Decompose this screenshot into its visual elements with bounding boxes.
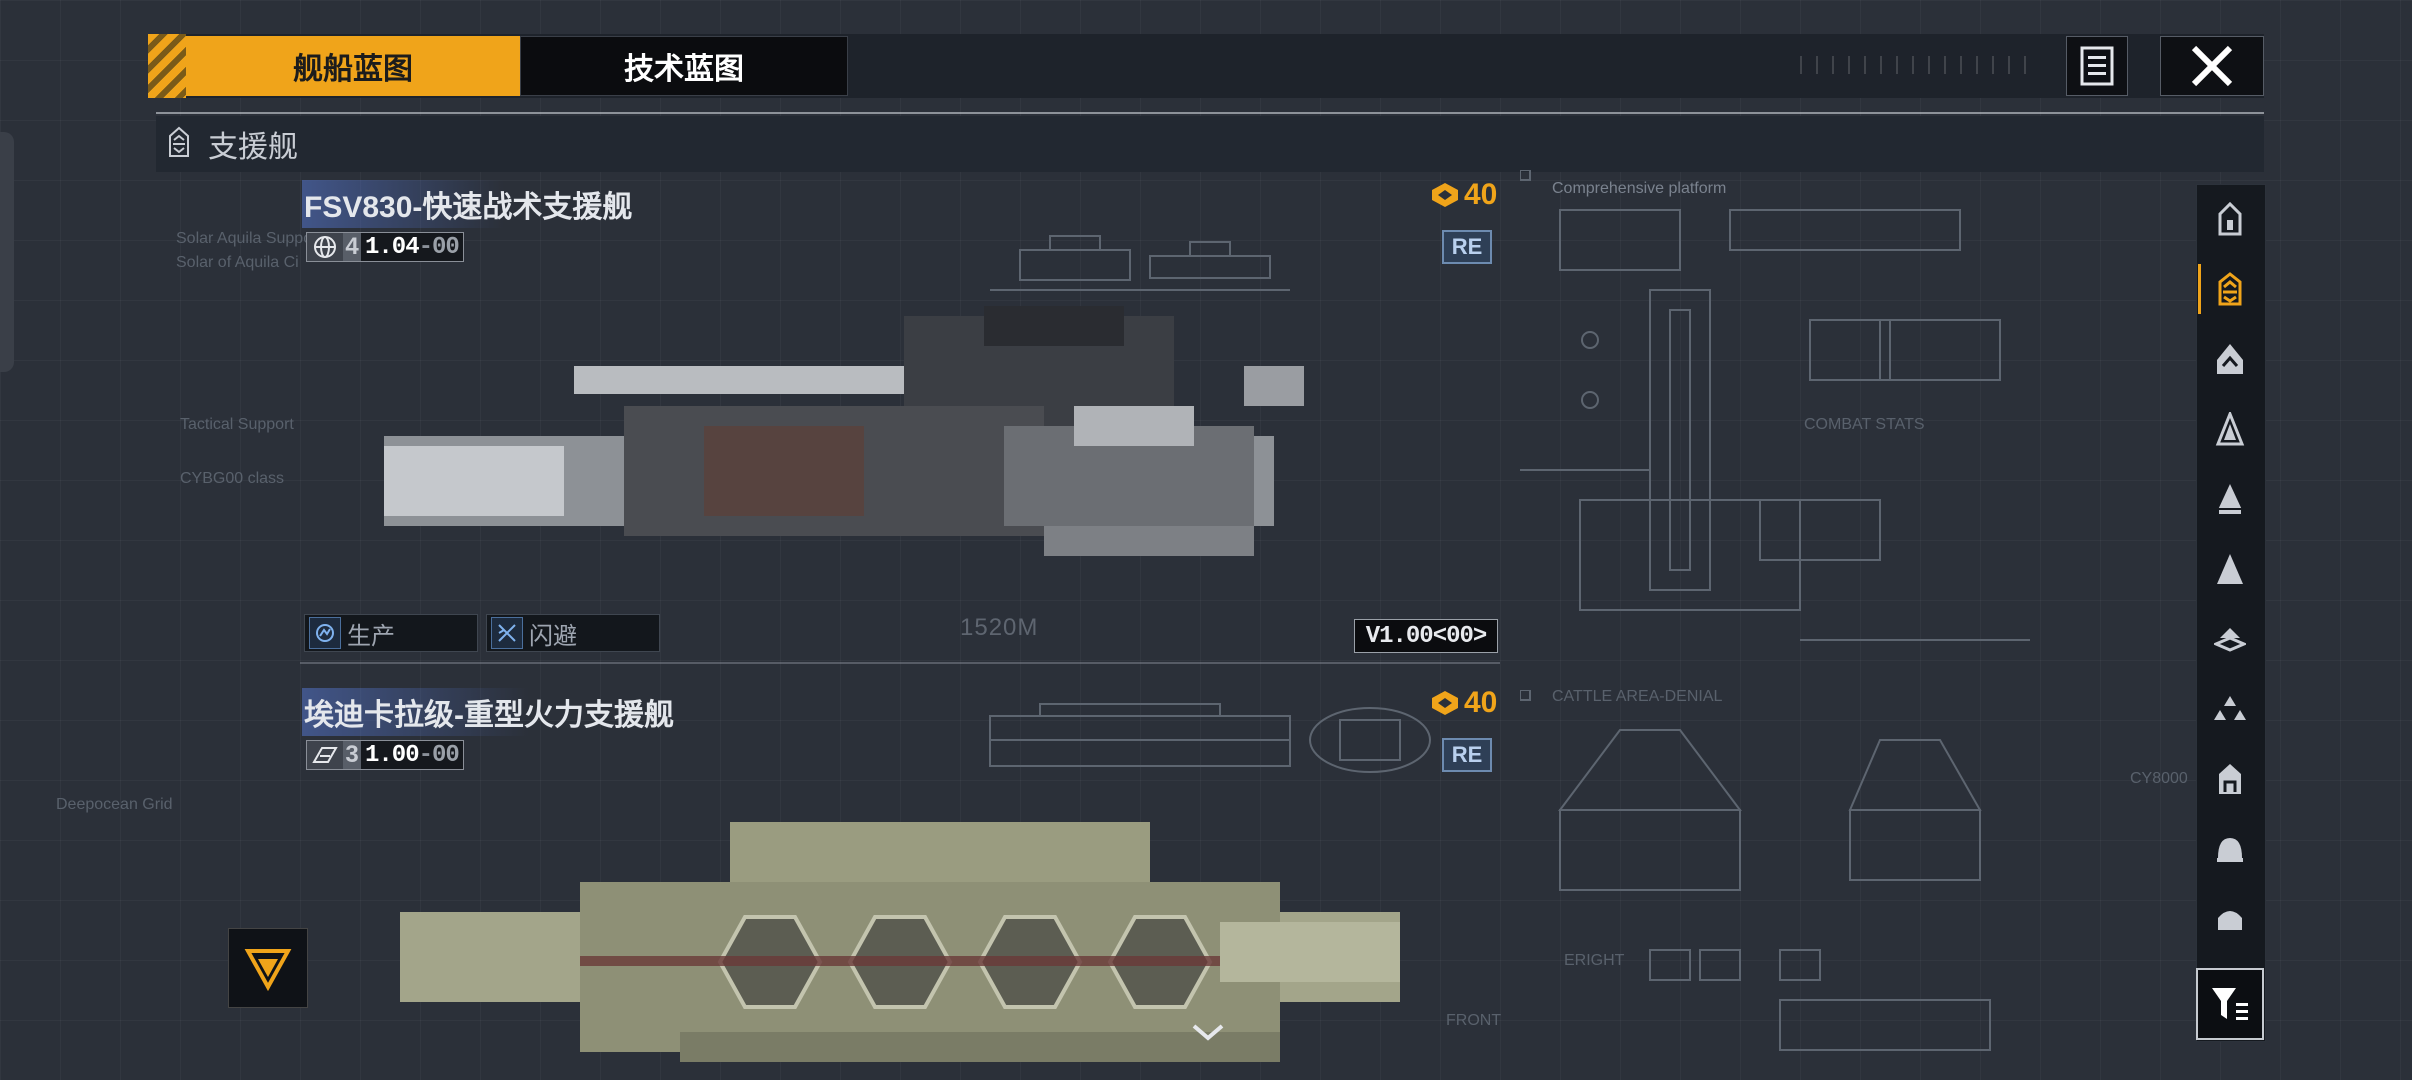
station-icon [2218,911,2242,930]
faction-icon [307,741,343,769]
command-point-icon [1432,183,1458,207]
triangle-emblem-icon [244,949,292,992]
globe-icon [307,233,343,261]
blueprint-label: CATTLE AREA-DENIAL [1552,688,1723,705]
ship-stat: 4 1.04-00 [306,232,464,262]
ship-topview-blueprint [989,703,1431,773]
ship-name: FSV830-快速战术支援舰 [302,180,639,228]
ship-version-suffix: 00 [432,233,460,261]
close-button[interactable] [2160,36,2264,96]
tab-ship-blueprint[interactable]: 舰船蓝图 [186,36,520,96]
category-label: 支援舰 [208,131,298,164]
ship-image [384,306,1304,556]
corvette-icon [2219,764,2241,794]
blueprint-version-tag: V1.00<00> [1354,619,1498,653]
sidebar-item-cruiser[interactable] [2198,396,2262,462]
blueprint-label: COMBAT STATS [1804,416,1925,433]
left-edge-handle[interactable] [0,132,14,372]
deco-text: Deepocean Grid [56,796,173,813]
frigate-icon [2218,202,2242,236]
battleship-icon [2217,554,2243,584]
scale-label: 1520M [960,614,1039,641]
close-icon [2191,45,2233,87]
sidebar-item-support[interactable] [2198,256,2262,322]
ship-image [400,822,1400,1062]
trait-label: 闪避 [529,622,577,650]
battlecruiser-icon [2217,484,2243,514]
blueprint-label: Comprehensive platform [1552,180,1727,197]
carrier-icon [2214,628,2246,652]
trait-label: 生产 [347,622,395,650]
blueprint-label: ERIGHT [1564,952,1625,969]
sidebar-item-frigate[interactable] [2198,186,2262,252]
sidebar-item-battlecruiser[interactable] [2198,466,2262,532]
trait-production[interactable]: 生产 [304,614,478,652]
command-point-icon [1432,691,1458,715]
tab-bar-stripe [148,34,186,98]
trait-evasion[interactable]: 闪避 [486,614,660,652]
ship-version: 1.04 [365,233,420,261]
scroll-down-button[interactable] [1188,1018,1228,1048]
evasion-icon [491,617,523,649]
sidebar-item-station[interactable] [2198,886,2262,952]
ship-version-suffix: 00 [432,741,460,769]
category-header [156,116,2264,172]
ship-cost-value: 40 [1464,686,1498,719]
deco-text: CYBG00 class [180,470,285,487]
filter-button[interactable] [2196,968,2264,1040]
sidebar-item-destroyer[interactable] [2198,326,2262,392]
chevron-down-icon [1192,1024,1224,1041]
tab-tech-blueprint[interactable]: 技术蓝图 [520,36,848,96]
deco-text: Solar of Aquila Ci [176,254,299,271]
rarity-badge: RE [1442,738,1492,772]
sidebar-item-battleship[interactable] [2198,536,2262,602]
deco-text: CY8000 [2130,770,2188,787]
ship-stat: 3 1.00-00 [306,740,464,770]
sidebar-item-carrier[interactable] [2198,606,2262,672]
ship-class-sidebar [2196,184,2266,1042]
ship-topview-blueprint [990,235,1290,291]
document-button[interactable] [2066,36,2128,96]
cruiser-icon [2215,412,2245,446]
deco-text: Solar Aquila Support [176,230,322,247]
support-icon [2218,272,2242,306]
sidebar-item-aircraft[interactable] [2198,676,2262,742]
deco-text: Tactical Support [180,416,294,433]
filter-icon [2212,988,2248,1020]
ship-name: 埃迪卡拉级-重型火力支援舰 [302,688,680,736]
ship-count: 3 [343,741,361,769]
document-icon [2080,46,2114,86]
production-icon [309,617,341,649]
rarity-badge: RE [1442,230,1492,264]
sidebar-item-corvette[interactable] [2198,746,2262,812]
top-bar-decoration [1800,56,2040,74]
ship-cost: 40 [1430,686,1497,720]
blueprint-label: FRONT [1446,1012,1502,1029]
dome-icon [2217,838,2243,862]
ship-cost: 40 [1430,178,1497,212]
destroyer-icon [2217,344,2243,374]
sidebar-item-dome[interactable] [2198,816,2262,882]
category-divider [156,112,2264,114]
support-icon [169,126,189,157]
aircraft-icon [2214,696,2246,720]
scale-rule [300,662,1500,664]
ship-schematic-blueprint [1520,170,2030,641]
ship-cost-value: 40 [1464,178,1498,211]
ship-count: 4 [343,233,361,261]
ship-version: 1.00 [365,741,420,769]
ship-schematic-blueprint [1520,690,1991,1051]
corner-emblem-button[interactable] [228,928,308,1008]
